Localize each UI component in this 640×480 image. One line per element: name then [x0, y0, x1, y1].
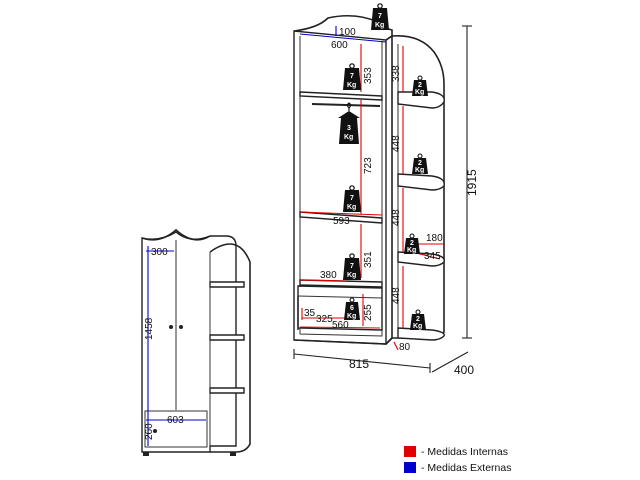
- dim-325: 325: [316, 314, 333, 325]
- weight-unit: Kg: [347, 82, 356, 89]
- weight-icon: 2 Kg: [410, 309, 426, 330]
- foot: [143, 452, 149, 456]
- weight-value: 3: [347, 125, 351, 132]
- side-shelf-2: [397, 173, 445, 191]
- weight-unit: Kg: [347, 313, 356, 320]
- front-side-shelf: [209, 387, 245, 394]
- front-side-shelf: [209, 281, 245, 288]
- dim-line-815: [293, 353, 431, 369]
- dim-593: 593: [333, 216, 350, 227]
- niche-shelf: [299, 279, 383, 288]
- dim-448-a: 448: [391, 135, 402, 152]
- weight-value: 7: [378, 13, 382, 20]
- weight-value: 7: [350, 73, 354, 80]
- weight-value: 2: [418, 82, 422, 89]
- dim-1458: 1458: [144, 317, 155, 340]
- weight-unit: Kg: [413, 323, 422, 330]
- middle-shelf: [299, 211, 383, 224]
- weight-unit: Kg: [344, 134, 353, 141]
- dim-line-400: [431, 351, 469, 373]
- weight-value: 7: [350, 263, 354, 270]
- upper-shelf: [299, 91, 383, 101]
- hanger-rail: [311, 103, 381, 107]
- dim-380: 380: [320, 270, 337, 281]
- front-side-column: [209, 243, 251, 453]
- weight-icon: 7 Kg: [343, 63, 361, 90]
- legend-swatch-external: [404, 462, 416, 473]
- dim-260: 260: [144, 423, 155, 440]
- dim-80: 80: [399, 342, 411, 353]
- front-drawer: [144, 410, 208, 448]
- dim-255: 255: [363, 304, 374, 321]
- drawer-edge: [297, 295, 383, 299]
- weight-value: 2: [416, 316, 420, 323]
- weight-value: 2: [410, 240, 414, 247]
- weight-icon: 7 Kg: [343, 185, 361, 212]
- weight-icon: 7 Kg: [371, 3, 389, 30]
- dim-100: 100: [339, 27, 356, 38]
- dim-1915: 1915: [465, 169, 479, 196]
- main-view: 353 723 593 351 380 255 35 325 560 338 4…: [293, 14, 479, 377]
- weight-value: 7: [350, 195, 354, 202]
- handle-icon: [179, 325, 183, 329]
- dim-448-c: 448: [391, 287, 402, 304]
- dim-560: 560: [332, 320, 349, 331]
- main-base: [293, 337, 393, 345]
- foot: [230, 452, 236, 456]
- legend-swatch-internal: [404, 446, 416, 457]
- weight-icon: 2 Kg: [412, 75, 428, 96]
- weights: 7 Kg 7 Kg 3 Kg 7 Kg 7 K: [338, 3, 428, 330]
- dim-line-560: [299, 326, 381, 329]
- dim-353: 353: [363, 67, 374, 84]
- weight-unit: Kg: [415, 167, 424, 174]
- weight-value: 2: [418, 160, 422, 167]
- legend-internal: - Medidas Internas: [421, 446, 508, 458]
- dim-815: 815: [349, 357, 369, 371]
- dim-line-600: [299, 33, 387, 43]
- hanger-icon: 3 Kg: [338, 102, 360, 144]
- dim-400: 400: [454, 363, 474, 377]
- dim-603: 603: [167, 415, 184, 426]
- dim-line-380: [299, 279, 347, 282]
- front-crown: [141, 228, 211, 241]
- dim-345: 345: [424, 251, 441, 262]
- legend-external: - Medidas Externas: [421, 462, 511, 474]
- dim-351: 351: [363, 251, 374, 268]
- weight-unit: Kg: [375, 22, 384, 29]
- dim-338: 338: [391, 65, 402, 82]
- weight-icon: 6 Kg: [344, 297, 360, 320]
- side-shelf-1: [397, 91, 445, 109]
- main-inner-frame: [299, 36, 383, 337]
- front-view: 300 1458 603 260: [141, 228, 251, 456]
- side-shelf-4: [397, 327, 445, 341]
- weight-unit: Kg: [347, 272, 356, 279]
- dim-line-80: [393, 341, 399, 351]
- dim-448-b: 448: [391, 209, 402, 226]
- dim-723: 723: [363, 157, 374, 174]
- weight-unit: Kg: [415, 89, 424, 96]
- weight-icon: 2 Kg: [404, 233, 420, 254]
- front-side-shelf: [209, 334, 245, 341]
- weight-unit: Kg: [407, 247, 416, 254]
- legend: - Medidas Internas - Medidas Externas: [404, 446, 511, 474]
- handle-icon: [153, 429, 157, 433]
- dim-600: 600: [331, 40, 348, 51]
- weight-value: 6: [350, 305, 354, 312]
- weight-icon: 7 Kg: [343, 253, 361, 280]
- weight-icon: 2 Kg: [412, 153, 428, 174]
- dim-35: 35: [304, 308, 316, 319]
- dim-180: 180: [426, 233, 443, 244]
- handle-icon: [169, 325, 173, 329]
- side-shelf-3: [397, 251, 445, 267]
- front-cabinet-body: [141, 231, 237, 453]
- dim-line-593: [299, 211, 383, 216]
- dim-300: 300: [151, 247, 168, 258]
- weight-unit: Kg: [347, 204, 356, 211]
